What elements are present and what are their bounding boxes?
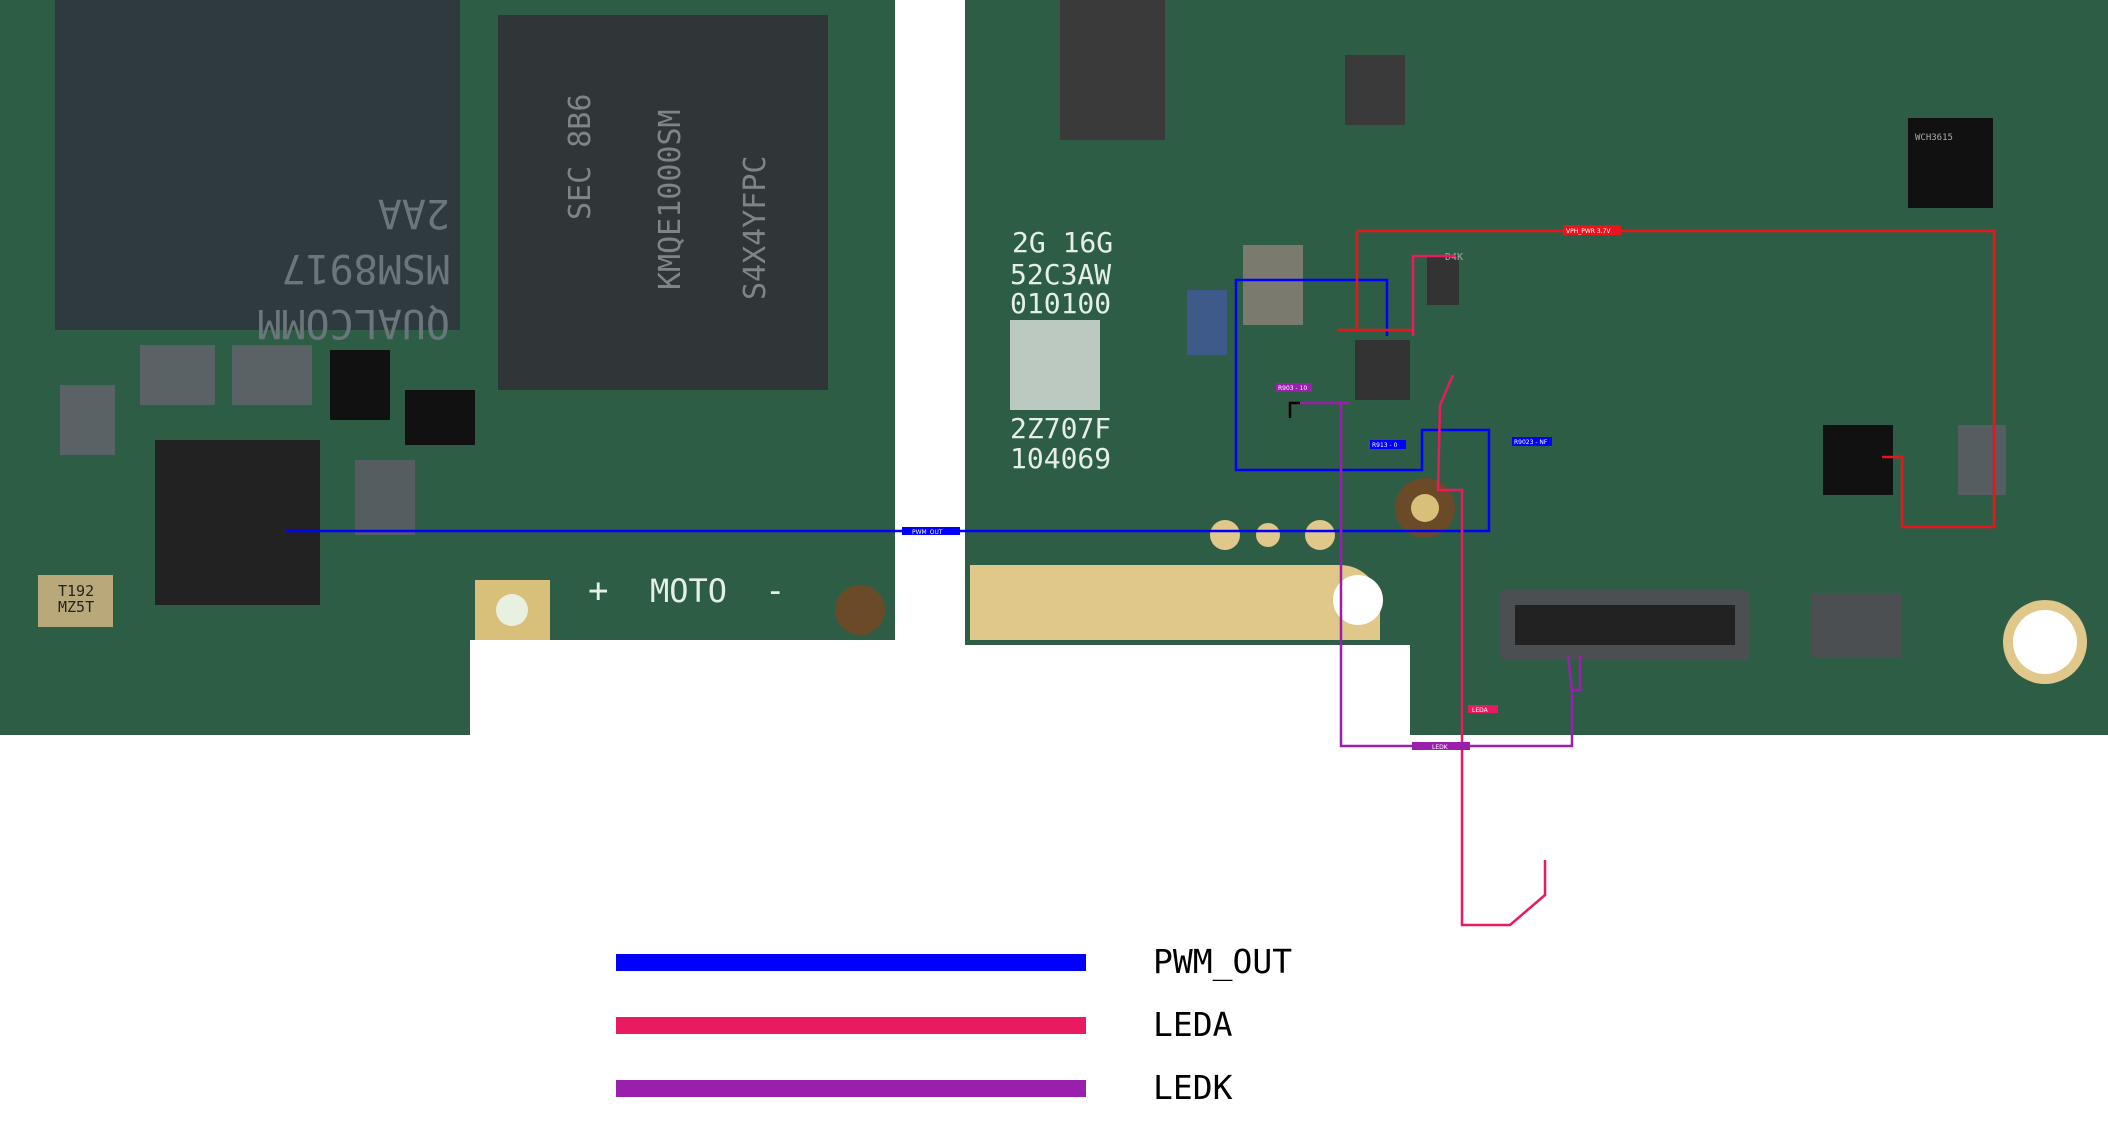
diode-text: D4K [1445,252,1463,263]
crystal [38,575,113,627]
connector-top [1060,0,1165,140]
legend-label-leda: LEDA [1153,1005,1233,1044]
silk-text: 52C3AW [1010,258,1111,291]
r903-tag: R903 - 10 [1278,385,1307,392]
pwm-out-trace [286,278,1491,533]
bga-chip [155,440,320,605]
chip-text: QUALCOMM [257,300,450,346]
silk-text: 104069 [1010,442,1111,475]
chip-text: S4X4YFPC [738,156,773,301]
vph-pwr-trace [1357,229,1996,529]
legend-line-pwm-out [616,954,1086,971]
driver-ic [1355,340,1410,400]
memory-chip [498,15,828,390]
r9023-tag: R9023 - NF [1514,439,1548,446]
r913-tag: R913 - 0 [1372,442,1398,449]
chip-text: SEC 8B6 [563,94,598,220]
chip-text: KMQE1000SM [653,109,688,290]
chip-text: MSM8917 [281,245,450,291]
soc-chip [55,0,460,330]
chip-text: WCH3615 [1915,133,1953,143]
pwm-out-tag: PWM_OUT [912,529,943,536]
bga-small [1823,425,1893,495]
small-connector [1812,593,1902,658]
ledk-tag: LEDK [1432,744,1449,751]
leda-tag: LEDA [1472,707,1489,714]
crystal-label: T192 [58,582,94,600]
moto-plus: + [588,571,608,611]
legend-line-leda [616,1017,1086,1034]
chip-text: 2AA [378,190,450,236]
vph-pwr-tag: VPH_PWR 3.7V [1566,228,1611,235]
net-tags: VPH_PWR 3.7V PWM_OUT R903 - 10 R913 - 0 … [902,225,1621,751]
right-board: WCH3615 D4K 2G 16G 52C3AW 010100 2Z707F … [965,0,2108,735]
leda-trace [1411,254,1456,336]
crystal-label-2: MZ5T [58,598,94,616]
left-board: + MOTO - T192 MZ5T SEC 8B6 KMQE1000SM S4… [0,0,895,735]
silk-text: 2G 16G [1012,226,1113,259]
silk-text: 2Z707F [1010,412,1111,445]
ic-wch [1908,118,1993,208]
gold-pad [970,565,1380,640]
silk-text: 010100 [1010,287,1111,320]
legend-label-ledk: LEDK [1153,1068,1233,1107]
moto-label: MOTO [650,572,727,610]
legend-label-pwm-out: PWM_OUT [1153,942,1293,981]
qr-code [1010,320,1100,410]
moto-minus: - [765,571,785,611]
traces [286,229,1996,927]
legend-line-ledk [616,1080,1086,1097]
